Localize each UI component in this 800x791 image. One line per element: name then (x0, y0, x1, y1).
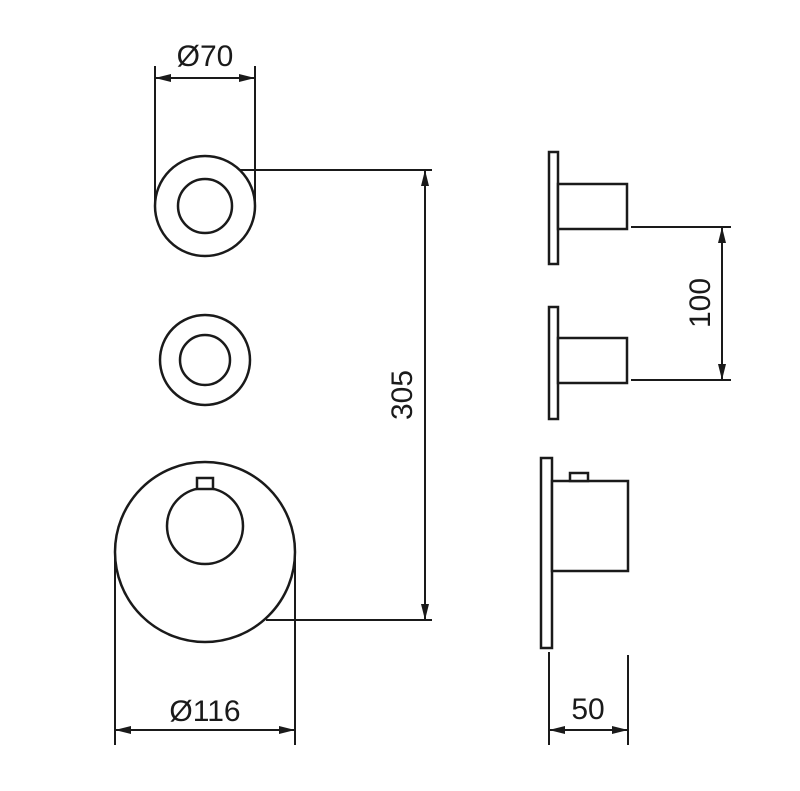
top-handle-side (556, 182, 629, 231)
dimension-label-handle-spacing: 100 (684, 278, 717, 328)
side-view (539, 150, 630, 650)
dimension-handle-spacing: 100 (631, 226, 731, 381)
top-handle-inner-circle (176, 177, 234, 235)
middle-handle-side (556, 336, 629, 385)
dimension-overall-height: 305 (240, 169, 432, 621)
dimension-label-top-diameter: Ø70 (177, 40, 234, 73)
thermostat-knob-side (550, 479, 630, 573)
dimension-depth: 50 (548, 652, 629, 745)
bottom-escutcheon-plate (539, 456, 554, 650)
top-escutcheon-plate (547, 150, 560, 266)
front-view (113, 154, 297, 644)
middle-escutcheon-plate (547, 305, 560, 421)
thermostat-knob-circle (165, 486, 245, 566)
dimension-label-overall-height: 305 (386, 370, 419, 420)
dimension-label-depth: 50 (571, 693, 604, 726)
middle-handle-inner-circle (178, 333, 232, 387)
knob-indicator-tab-side (568, 471, 590, 483)
dimension-label-bottom-diameter: Ø116 (169, 695, 240, 728)
dimension-bottom-diameter: Ø116 (114, 556, 296, 745)
knob-indicator-tab (195, 476, 215, 491)
dimension-top-diameter: Ø70 (154, 40, 256, 203)
